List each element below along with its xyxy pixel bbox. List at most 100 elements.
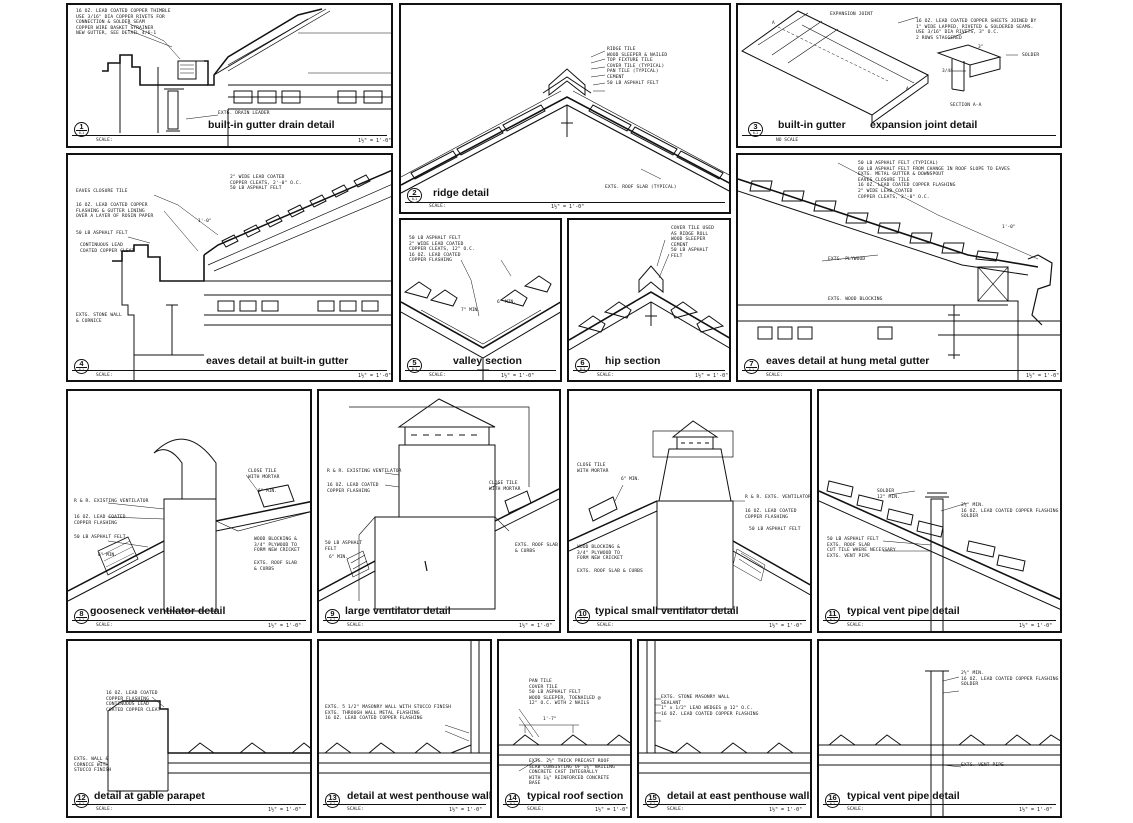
vent-pipe-flat-roof-drawing xyxy=(819,670,1060,816)
detail-panel-13: EXTG. 5 1/2" MASONRY WALL WITH STUCCO FI… xyxy=(317,639,492,818)
detail-panel-10: CLOSE TILE WITH MORTAR R & R. EXTG. VENT… xyxy=(567,389,812,633)
scale-value: 1½" = 1'-0" xyxy=(358,138,392,144)
callout: 50 LB ASPHALT FELT EXTG. ROOF SLAB CUT T… xyxy=(827,537,896,559)
detail-title: built-in gutter drain detail xyxy=(208,119,335,131)
callout: COVER TILE USED AS RIDGE ROLL WOOD SLEEP… xyxy=(671,226,714,259)
scale-label: SCALE: xyxy=(527,807,544,812)
detail-panel-3: EXPANSION JOINT 16 OZ. LEAD COATED COPPE… xyxy=(736,3,1062,148)
callout: EXPANSION JOINT xyxy=(830,12,873,17)
detail-panel-9: R & R. EXISTING VENTILATOR 16 OZ. LEAD C… xyxy=(317,389,561,633)
west-penthouse-wall-drawing xyxy=(319,641,490,774)
callout: 50 LB ASPHALT FELT xyxy=(749,527,801,532)
typical-roof-section-drawing xyxy=(499,708,630,772)
detail-panel-12: 16 OZ. LEAD COATED COPPER FLASHING CONTI… xyxy=(66,639,312,818)
callout: SOLDER 12" MIN. xyxy=(877,489,900,500)
callout: 16 OZ. LEAD COATED COPPER FLASHING xyxy=(74,515,126,526)
detail-panel-16: 2½" MIN. 16 OZ. LEAD COATED COPPER FLASH… xyxy=(817,639,1062,818)
callout: 50 LB ASPHALT FELT 2" WIDE LEAD COATED C… xyxy=(409,236,475,264)
scale-value: 1½" = 1'-0" xyxy=(1026,373,1060,379)
detail-panel-6: COVER TILE USED AS RIDGE ROLL WOOD SLEEP… xyxy=(567,218,731,382)
dimension: 6" MIN. xyxy=(329,555,348,560)
callout: SECTION A-A xyxy=(950,103,982,108)
callout: EXTG. WOOD BLOCKING xyxy=(828,297,883,302)
callout: 50 LB ASPHALT FELT (TYPICAL) 60 LB ASPHA… xyxy=(858,161,1010,200)
callout: SOLDER xyxy=(1022,53,1040,58)
detail-title: detail at west penthouse wall xyxy=(347,790,492,802)
callout: EXTG. STONE MASONRY WALL SEALANT 1" x 1/… xyxy=(661,695,759,717)
callout: EXTG. ROOF SLAB & CURBS xyxy=(515,543,558,554)
callout: 50 LB ASPHALT FELT xyxy=(76,231,128,236)
callout: 50 LB ASPHALT FELT xyxy=(325,541,363,552)
callout: CONTINUOUS LEAD COATED COPPER CLEAT xyxy=(80,243,135,254)
scale-label: SCALE: xyxy=(429,204,446,209)
scale-value: 1½" = 1'-0" xyxy=(519,623,553,629)
detail-title: gooseneck ventilator detail xyxy=(90,605,226,617)
callout: WOOD BLOCKING & 3/4" PLYWOOD TO FORM NEW… xyxy=(577,545,623,562)
callout: 2½" MIN. 16 OZ. LEAD COATED COPPER FLASH… xyxy=(961,503,1059,520)
detail-panel-2: RIDGE TILE WOOD SLEEPER & NAILED TOP FIX… xyxy=(399,3,731,214)
scale-value: 1½" = 1'-0" xyxy=(695,373,729,379)
gutter-expansion-joint-drawing xyxy=(741,10,1018,124)
detail-title: ridge detail xyxy=(433,187,490,199)
built-in-gutter-drain-drawing xyxy=(102,8,391,146)
scale-value: 1½" = 1'-0" xyxy=(449,807,483,813)
callout: EXTG. 2½" THICK PRECAST ROOF SLAB CONSIS… xyxy=(529,759,615,787)
scale-label: SCALE: xyxy=(847,807,864,812)
callout: R & R. EXISTING VENTILATOR xyxy=(74,499,149,504)
callout: 2" WIDE LEAD COATED COPPER CLEATS, 2'-0"… xyxy=(230,175,302,192)
scale-value: 1½" = 1'-0" xyxy=(268,807,302,813)
callout: WOOD BLOCKING & 3/4" PLYWOOD TO FORM NEW… xyxy=(254,537,300,554)
detail-panel-11: SOLDER 12" MIN. 2½" MIN. 16 OZ. LEAD COA… xyxy=(817,389,1062,633)
callout: RIDGE TILE WOOD SLEEPER & NAILED TOP FIX… xyxy=(607,47,668,86)
small-ventilator-drawing xyxy=(569,420,810,610)
scale-label: SCALE: xyxy=(667,807,684,812)
dimension: A xyxy=(772,21,775,26)
scale-label: SCALE: xyxy=(96,807,113,812)
detail-panel-1: 16 OZ. LEAD COATED COPPER THIMBLE USE 3/… xyxy=(66,3,393,148)
callout: 16 OZ. LEAD COATED COPPER THIMBLE USE 3/… xyxy=(76,9,171,37)
callout: CLOSE TILE WITH MORTAR xyxy=(248,469,280,480)
vent-pipe-drawing xyxy=(819,480,1060,631)
callout: EXTG. DRAIN LEADER xyxy=(218,111,270,116)
detail-title: typical vent pipe detail xyxy=(847,605,960,617)
gooseneck-ventilator-drawing xyxy=(68,438,310,612)
callout: 16 OZ. LEAD COATED COPPER SHEETS JOINED … xyxy=(916,19,1037,41)
scale-label: SCALE: xyxy=(347,807,364,812)
callout: CLOSE TILE WITH MORTAR xyxy=(577,463,609,474)
scale-value: 1½" = 1'-0" xyxy=(1019,623,1053,629)
dimension: 1'-0" xyxy=(1002,225,1016,230)
gable-parapet-drawing xyxy=(97,696,310,792)
scale-value: 1½" = 1'-0" xyxy=(358,373,392,379)
scale-label: SCALE: xyxy=(96,138,113,143)
scale-label: SCALE: xyxy=(96,623,113,628)
callout: EXTG. 5 1/2" MASONRY WALL WITH STUCCO FI… xyxy=(325,705,452,722)
scale-value: 1½" = 1'-0" xyxy=(769,807,803,813)
detail-title: typical roof section xyxy=(527,790,624,802)
eaves-hung-gutter-drawing xyxy=(738,162,1060,380)
hip-section-drawing xyxy=(569,239,729,351)
detail-title: eaves detail at built-in gutter xyxy=(206,355,349,367)
callout: EXTG. VENT PIPE xyxy=(961,763,1004,768)
callout: EXTG. ROOF SLAB (TYPICAL) xyxy=(605,185,677,190)
detail-title: valley section xyxy=(453,355,522,367)
detail-title: large ventilator detail xyxy=(345,605,451,617)
valley-section-drawing xyxy=(401,259,560,380)
callout: 2½" MIN. 16 OZ. LEAD COATED COPPER FLASH… xyxy=(961,671,1059,688)
detail-title: detail at gable parapet xyxy=(94,790,205,802)
callout: 16 OZ. LEAD COATED COPPER FLASHING xyxy=(327,483,379,494)
dimension: 3/4" xyxy=(942,69,953,74)
scale-value: 1½" = 1'-0" xyxy=(268,623,302,629)
callout: 16 OZ. LEAD COATED COPPER FLASHING & GUT… xyxy=(76,203,154,220)
detail-panel-14: PAN TILE COVER TILE 50 LB ASPHALT FELT W… xyxy=(497,639,632,818)
callout: 16 OZ. LEAD COATED COPPER FLASHING xyxy=(745,509,797,520)
detail-panel-4: 2" WIDE LEAD COATED COPPER CLEATS, 2'-0"… xyxy=(66,153,393,382)
callout: R & R. EXISTING VENTILATOR xyxy=(327,469,402,474)
detail-panel-8: CLOSE TILE WITH MORTAR R & R. EXISTING V… xyxy=(66,389,312,633)
